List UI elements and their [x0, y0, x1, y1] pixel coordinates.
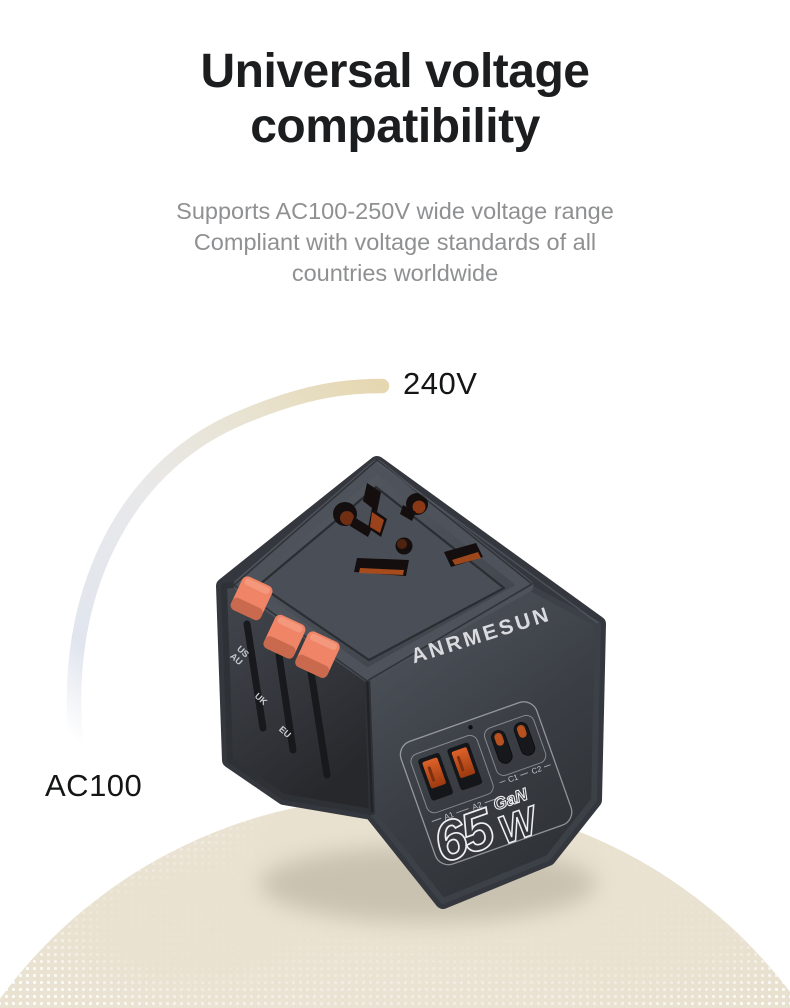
usb-a-group-outline: [410, 734, 494, 814]
slider-slot-1: [243, 620, 267, 732]
subtitle-line-2: Compliant with voltage standards of all: [193, 229, 597, 255]
usb-c-group-outline: [483, 714, 547, 776]
slider-cap-uk: [263, 614, 306, 659]
page-title: Universal voltage compatibility: [0, 44, 790, 154]
port-label-c1: C1: [507, 772, 520, 784]
voltage-arc: [66, 378, 390, 750]
usb-c-port-2: [513, 722, 536, 756]
subtitle-line-3: countries worldwide: [291, 260, 499, 286]
port-label-a2: A2: [471, 800, 484, 812]
usb-a-port-1: [418, 753, 453, 801]
top-plate-seam: [233, 459, 533, 682]
body-edge-highlight: [376, 461, 599, 624]
port-labels: A1 A2 C1 C2: [431, 764, 551, 823]
subtitle: Supports AC100-250V wide voltage range C…: [0, 196, 790, 289]
usb-a-port-2: [447, 742, 483, 791]
slider-slots: [243, 620, 331, 779]
universal-socket-holes: [333, 483, 483, 576]
port-label-a1: A1: [443, 810, 456, 822]
usb-c-port-1: [491, 730, 513, 764]
led-indicator: [468, 725, 473, 730]
slider-slot-2: [275, 651, 297, 754]
slider-cap-eu: [295, 631, 340, 678]
left-front-edge: [365, 674, 374, 813]
slider-slot-3: [307, 668, 331, 779]
subtitle-line-1: Supports AC100-250V wide voltage range: [176, 198, 614, 224]
adapter-front-face: [364, 583, 601, 904]
slider-cap-us-au: [230, 576, 273, 621]
title-line-2: compatibility: [250, 100, 540, 153]
title-line-1: Universal voltage: [200, 45, 591, 98]
port-label-c2: C2: [530, 764, 543, 776]
travel-adapter: ANRMESUN: [216, 456, 606, 909]
